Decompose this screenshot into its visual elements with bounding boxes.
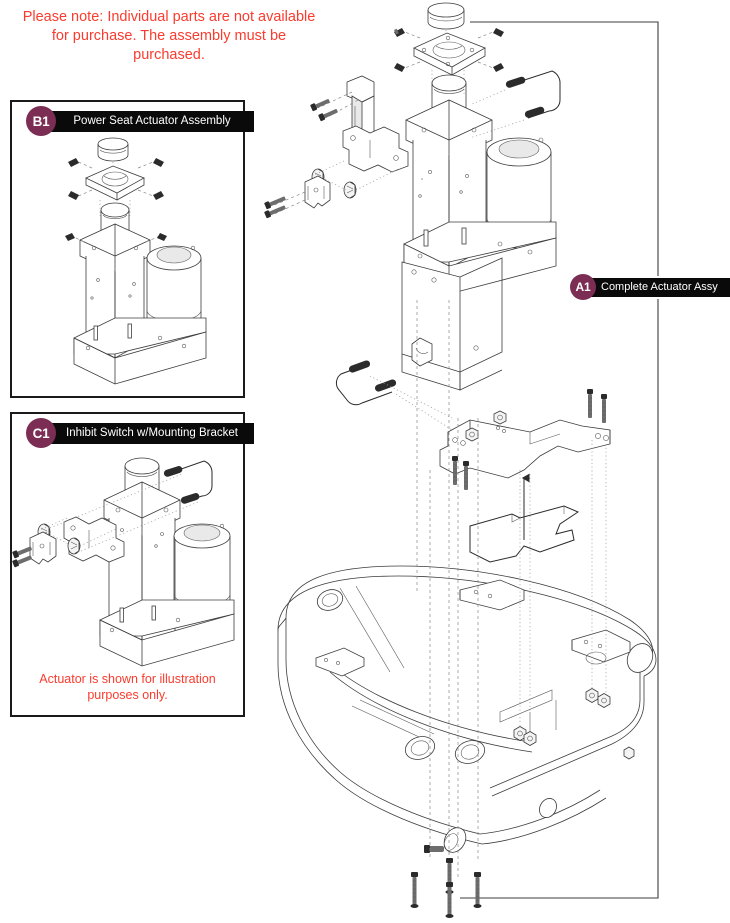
screw bbox=[445, 882, 454, 918]
screw bbox=[264, 205, 286, 219]
vertical-mounting-plate-part bbox=[401, 257, 503, 391]
screw bbox=[12, 546, 32, 559]
hex-nut-part bbox=[465, 427, 479, 442]
panel-b1-header: B1 Power Seat Actuator Assembly bbox=[26, 106, 254, 136]
base-frame-part bbox=[277, 565, 657, 853]
actuator-motor-housing-part bbox=[146, 245, 202, 337]
upper-u-bolt-part bbox=[469, 70, 561, 139]
panel-b1-badge: B1 bbox=[26, 106, 56, 136]
actuator-mounting-bracket-part bbox=[439, 419, 611, 479]
mast-column-part bbox=[103, 457, 181, 659]
plate-bolt bbox=[477, 61, 504, 72]
u-bolt-part bbox=[163, 460, 213, 504]
screw bbox=[310, 98, 330, 112]
screw bbox=[463, 461, 469, 490]
end-cap-part bbox=[427, 2, 465, 30]
a1-leader-line bbox=[460, 21, 659, 899]
hex-nut-part bbox=[493, 410, 507, 425]
purchase-note: Please note: Individual parts are not av… bbox=[22, 9, 316, 63]
plate-bolt-group bbox=[68, 158, 164, 200]
inhibit-switch-bracket-part bbox=[63, 516, 125, 563]
bracket-cover-plate-part bbox=[469, 505, 580, 563]
inhibit-switch-screw-group bbox=[12, 546, 32, 568]
caster-boss bbox=[424, 827, 467, 853]
inhibit-switch-screw-group bbox=[264, 191, 306, 219]
callout-a1-badge: A1 bbox=[570, 274, 596, 300]
frame-mount-pad bbox=[571, 629, 631, 665]
screw bbox=[264, 196, 286, 210]
panel-b1-artwork bbox=[65, 137, 207, 385]
actuator-base-part bbox=[403, 221, 557, 295]
detail-panel-c1: C1 Inhibit Switch w/Mounting Bracket Act… bbox=[10, 412, 254, 717]
frame-mount-pad bbox=[315, 647, 365, 677]
spacer-part bbox=[311, 168, 325, 186]
actuator-base-part bbox=[99, 599, 235, 667]
panel-c1-header: C1 Inhibit Switch w/Mounting Bracket bbox=[26, 418, 254, 448]
plate-bolt bbox=[394, 28, 421, 39]
mast-column-part bbox=[405, 74, 493, 269]
panel-c1-title: Inhibit Switch w/Mounting Bracket bbox=[42, 422, 254, 444]
spacer-part bbox=[343, 181, 357, 199]
frame-boss bbox=[454, 740, 486, 764]
hex-nut-part bbox=[597, 693, 611, 708]
screw bbox=[445, 858, 454, 894]
hex-nut-part bbox=[623, 746, 635, 760]
panel-c1-caption: Actuator is shown for illustration purpo… bbox=[39, 672, 216, 702]
frame-mount-pad bbox=[459, 579, 525, 611]
plate-bolt bbox=[394, 61, 421, 72]
hex-nut-part bbox=[513, 726, 527, 741]
frame-boss bbox=[316, 589, 344, 611]
screw bbox=[587, 389, 593, 418]
callout-a1-label: Complete Actuator Assy bbox=[583, 275, 730, 299]
screw bbox=[473, 872, 482, 908]
panel-b1-title: Power Seat Actuator Assembly bbox=[42, 110, 254, 132]
frame-boss bbox=[404, 736, 436, 760]
detail-panel-b1: B1 Power Seat Actuator Assembly bbox=[10, 100, 254, 398]
screw bbox=[318, 108, 338, 122]
lower-u-bolt-part bbox=[335, 360, 453, 431]
screw bbox=[452, 456, 458, 485]
inhibit-switch-bracket-part bbox=[342, 125, 409, 173]
actuator-motor-housing-part bbox=[173, 523, 231, 621]
screw bbox=[12, 555, 32, 568]
top-mounting-plate-part bbox=[85, 165, 145, 201]
spacer-part bbox=[67, 537, 81, 555]
screw bbox=[410, 872, 419, 908]
actuator-motor-housing-part bbox=[486, 137, 552, 249]
frame-mount-bolt-group bbox=[410, 858, 482, 918]
caster-boss bbox=[539, 798, 557, 818]
mast-bolt-group bbox=[65, 233, 167, 243]
callout-a1: A1 Complete Actuator Assy bbox=[570, 274, 730, 300]
inhibit-switch-part bbox=[29, 531, 57, 565]
panel-c1-badge: C1 bbox=[26, 418, 56, 448]
end-cap-part bbox=[97, 137, 129, 162]
cable-guide-bracket-part bbox=[346, 75, 375, 151]
plate-bolt bbox=[477, 28, 504, 39]
actuator-base-part bbox=[73, 317, 207, 385]
cable-guide-screw-group bbox=[310, 91, 359, 122]
inhibit-switch-part bbox=[304, 175, 331, 209]
panel-c1-artwork bbox=[12, 457, 235, 667]
plate-bolt-group bbox=[394, 28, 504, 72]
assembly-center-lines bbox=[416, 300, 607, 880]
hex-nut-part bbox=[585, 688, 599, 703]
hex-nut-part bbox=[523, 731, 537, 746]
bracket-screw-group bbox=[452, 389, 607, 490]
top-mounting-plate-part bbox=[413, 32, 486, 76]
mast-column-part bbox=[79, 202, 151, 359]
spacer-part bbox=[37, 523, 51, 541]
screw bbox=[601, 394, 607, 423]
frame-boss bbox=[626, 643, 654, 673]
